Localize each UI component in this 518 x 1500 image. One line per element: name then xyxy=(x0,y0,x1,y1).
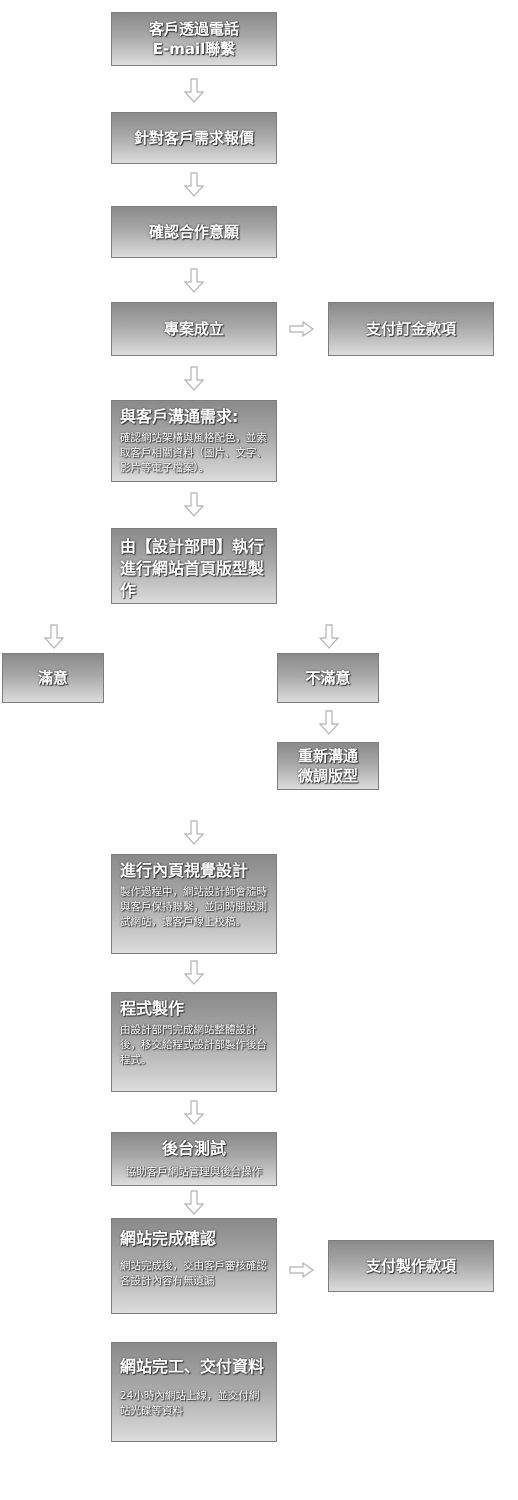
right-arrow-icon xyxy=(289,1262,315,1278)
inner-design-desc: 製作過程中，網站設計師會隨時與客戶保持聯繫，並同時開設測試網站，讓客戶線上校稿。 xyxy=(120,886,267,928)
backend-test-desc: 協助客戶網站管理與後台操作 xyxy=(125,1166,263,1178)
down-arrow-icon xyxy=(318,710,340,736)
step-homepage: 由【設計部門】執行進行網站首頁版型製作 xyxy=(111,528,277,604)
communicate-title: 與客戶溝通需求: xyxy=(120,407,239,426)
step-readjust: 重新溝通 微調版型 xyxy=(277,742,379,790)
step-communicate: 與客戶溝通需求: 確認網站架構與風格配色，並索取客戶相關資料（圖片、文字、影片等… xyxy=(111,400,277,482)
step-site-confirm: 網站完成確認 網站完成後，交由客戶審核確認各設計內容有無遺漏 xyxy=(111,1218,277,1314)
down-arrow-icon xyxy=(183,78,205,104)
site-confirm-title: 網站完成確認 xyxy=(120,1229,217,1248)
programming-desc: 由設計部門完成網站整體設計後，移交給程式設計部製作後台程式。 xyxy=(120,1024,267,1066)
site-confirm-desc: 網站完成後，交由客戶審核確認各設計內容有無遺漏 xyxy=(120,1260,267,1287)
inner-design-title: 進行內頁視覺設計 xyxy=(120,861,249,880)
programming-title: 程式製作 xyxy=(120,999,185,1018)
communicate-desc: 確認網站架構與風格配色，並索取客戶相關資料（圖片、文字、影片等電子檔案）。 xyxy=(120,432,267,474)
step-quote: 針對客戶需求報價 xyxy=(111,112,277,164)
down-arrow-icon xyxy=(318,624,340,650)
down-arrow-icon xyxy=(183,1100,205,1126)
down-arrow-icon xyxy=(183,366,205,392)
down-arrow-icon xyxy=(183,172,205,198)
right-arrow-icon xyxy=(289,321,315,337)
down-arrow-icon xyxy=(183,820,205,846)
step-production-payment: 支付製作款項 xyxy=(328,1240,494,1292)
step-confirm: 確認合作意願 xyxy=(111,206,277,258)
down-arrow-icon xyxy=(183,960,205,986)
step-inner-design: 進行內頁視覺設計 製作過程中，網站設計師會隨時與客戶保持聯繫，並同時開設測試網站… xyxy=(111,854,277,954)
step-completion: 網站完工、交付資料 24小時內網站上線，並交付網站光碟等資料 xyxy=(111,1342,277,1442)
step-satisfied: 滿意 xyxy=(2,653,104,703)
backend-test-title: 後台測試 xyxy=(161,1139,226,1158)
step-programming: 程式製作 由設計部門完成網站整體設計後，移交給程式設計部製作後台程式。 xyxy=(111,992,277,1092)
step-unsatisfied: 不滿意 xyxy=(277,653,379,703)
step-deposit: 支付訂金款項 xyxy=(328,302,494,356)
step-established: 專案成立 xyxy=(111,302,277,356)
down-arrow-icon xyxy=(183,1190,205,1216)
step-backend-test: 後台測試 協助客戶網站管理與後台操作 xyxy=(111,1132,277,1186)
step-contact: 客戶透過電話 E-mail聯繫 xyxy=(111,12,277,66)
completion-desc: 24小時內網站上線，並交付網站光碟等資料 xyxy=(120,1390,260,1417)
completion-title: 網站完工、交付資料 xyxy=(120,1357,265,1376)
down-arrow-icon xyxy=(43,624,65,650)
down-arrow-icon xyxy=(183,492,205,518)
down-arrow-icon xyxy=(183,268,205,294)
